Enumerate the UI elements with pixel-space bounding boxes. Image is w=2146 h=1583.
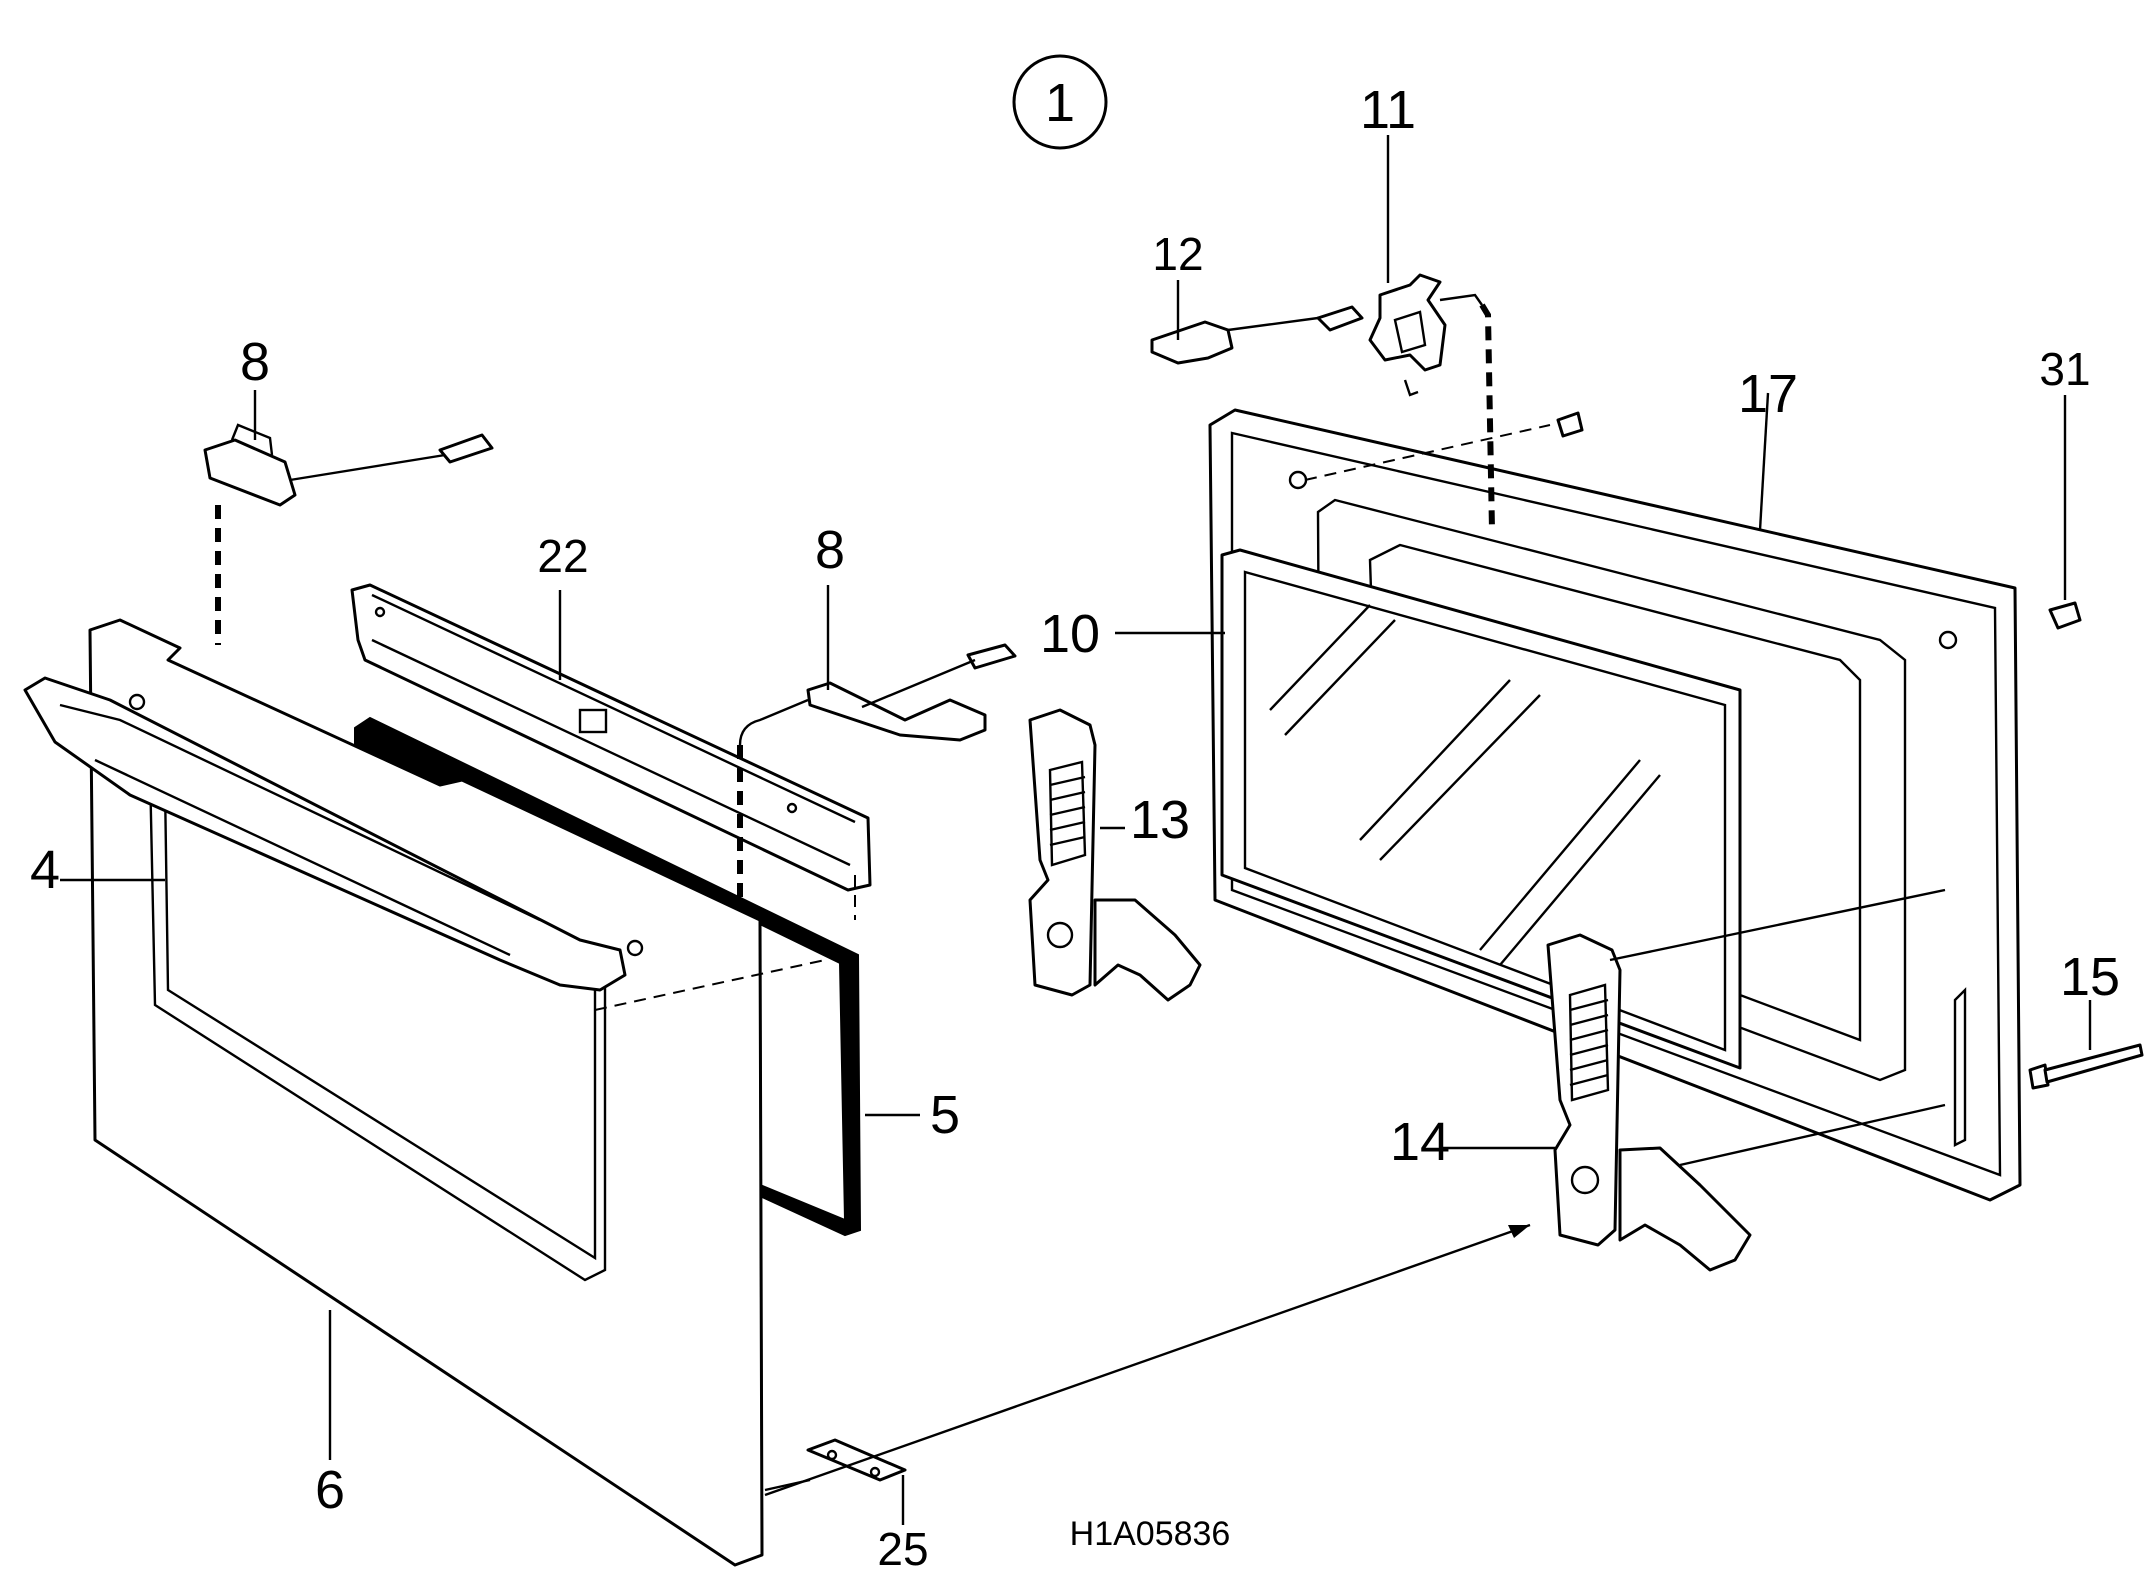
label-part-13: 13	[1130, 790, 1190, 850]
label-part-15: 15	[2060, 947, 2120, 1007]
label-part-22: 22	[537, 530, 588, 582]
assembly-paths	[215, 293, 1946, 1497]
label-part-5: 5	[930, 1085, 960, 1145]
label-leaders	[60, 135, 2092, 1525]
screw-31	[1556, 411, 2082, 630]
label-part-31: 31	[2039, 343, 2090, 395]
label-part-8-right: 8	[815, 520, 845, 580]
reinforcement-rail	[350, 583, 872, 892]
label-part-17: 17	[1738, 364, 1798, 424]
door-handle	[23, 676, 644, 992]
drawing-code: H1A05836	[1070, 1515, 1231, 1553]
group-marker: 1	[1012, 54, 1108, 150]
label-part-12: 12	[1152, 228, 1203, 280]
group-number: 1	[1045, 73, 1075, 133]
label-part-4: 4	[30, 840, 60, 900]
hinge-pin	[2028, 1043, 2144, 1090]
hinge-plate	[806, 1438, 907, 1482]
hinge-14	[1546, 933, 1752, 1272]
bracket-8-right	[806, 643, 1017, 742]
label-part-25: 25	[877, 1523, 928, 1575]
bracket-8-left	[203, 423, 494, 507]
label-part-8-left: 8	[240, 332, 270, 392]
door-lock-switch	[1316, 273, 1447, 397]
lock-lever	[1150, 316, 1319, 365]
label-part-6: 6	[315, 1460, 345, 1520]
label-part-11: 11	[1360, 80, 1416, 140]
hinge-13	[1028, 708, 1202, 1002]
part-labels: 8 22 8 12 11 17 31 10 13 4 15 5 14 6 25 …	[30, 80, 2120, 1575]
label-part-14: 14	[1390, 1112, 1450, 1172]
label-part-10: 10	[1040, 604, 1100, 664]
glass-pane	[1220, 548, 1742, 1070]
